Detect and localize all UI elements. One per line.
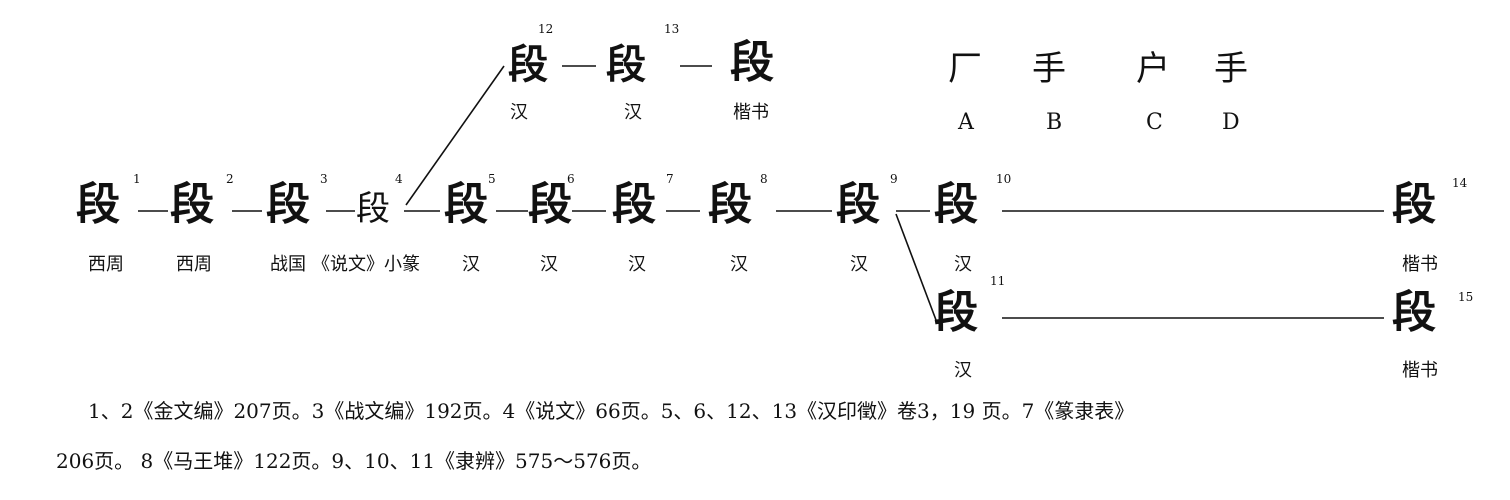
stage-number-3: 3 <box>320 172 328 186</box>
stage-label-12: 汉 <box>510 102 528 123</box>
glyph-7: 段 <box>612 179 656 230</box>
stage-number-10: 10 <box>996 172 1012 186</box>
component-letter-a: A <box>958 110 974 135</box>
glyph-3: 段 <box>266 179 310 230</box>
glyph-15: 段 <box>1392 287 1436 338</box>
stage-number-8: 8 <box>760 172 768 186</box>
glyph-11: 段 <box>934 287 978 338</box>
stage-label-2: 西周 <box>176 254 212 275</box>
component-letter-b: B <box>1046 110 1063 135</box>
source-note-line-2: 206页。 8《马王堆》122页。9、10、11《隶辨》575～576页。 <box>56 449 652 473</box>
stage-number-11: 11 <box>990 274 1006 288</box>
stage-number-14: 14 <box>1452 176 1468 190</box>
stage-label-15: 楷书 <box>1402 360 1438 381</box>
glyph-1: 段 <box>76 179 120 230</box>
glyph-9: 段 <box>836 179 880 230</box>
glyph-4: 段 <box>356 189 390 229</box>
component-letter-d: D <box>1222 110 1240 135</box>
glyph-6: 段 <box>528 179 572 230</box>
glyph-13: 段 <box>606 41 646 88</box>
glyph-14: 段 <box>1392 179 1436 230</box>
glyph-10: 段 <box>934 179 978 230</box>
source-note-line-1: 1、2《金文编》207页。3《战文编》192页。4《说文》66页。5、6、12、… <box>88 399 1135 423</box>
glyph-top-kaishu: 段 <box>730 37 774 88</box>
stage-label-6: 汉 <box>540 254 558 275</box>
glyph-2: 段 <box>170 179 214 230</box>
stage-number-1: 1 <box>133 172 141 186</box>
stage-number-2: 2 <box>226 172 234 186</box>
stage-label-11: 汉 <box>954 360 972 381</box>
connector-9-11 <box>895 213 937 321</box>
stage-label-8: 汉 <box>730 254 748 275</box>
component-glyph-a: 厂 <box>948 49 982 89</box>
glyph-12: 段 <box>508 41 548 88</box>
stage-number-9: 9 <box>890 172 898 186</box>
glyph-5: 段 <box>444 179 488 230</box>
component-glyph-c: 户 <box>1136 49 1170 89</box>
stage-number-15: 15 <box>1458 290 1474 304</box>
stage-label-14: 楷书 <box>1402 254 1438 275</box>
stage-number-6: 6 <box>567 172 575 186</box>
stage-label-1: 西周 <box>88 254 124 275</box>
component-glyph-b: 手 <box>1032 49 1066 89</box>
stage-label-4: 《说文》小篆 <box>312 254 420 275</box>
stage-label-5: 汉 <box>462 254 480 275</box>
stage-number-4: 4 <box>395 172 403 186</box>
stage-label-7: 汉 <box>628 254 646 275</box>
glyph-8: 段 <box>708 179 752 230</box>
stage-label-3: 战国 <box>270 254 306 275</box>
stage-number-13: 13 <box>664 22 680 36</box>
stage-number-7: 7 <box>666 172 674 186</box>
stage-label-10: 汉 <box>954 254 972 275</box>
component-letter-c: C <box>1146 110 1163 135</box>
component-glyph-d: 手 <box>1214 49 1248 89</box>
stage-label-13: 汉 <box>624 102 642 123</box>
stage-label-top-kaishu: 楷书 <box>733 102 769 123</box>
stage-number-12: 12 <box>538 22 554 36</box>
stage-number-5: 5 <box>488 172 496 186</box>
stage-label-9: 汉 <box>850 254 868 275</box>
connector-4-12 <box>405 65 505 206</box>
